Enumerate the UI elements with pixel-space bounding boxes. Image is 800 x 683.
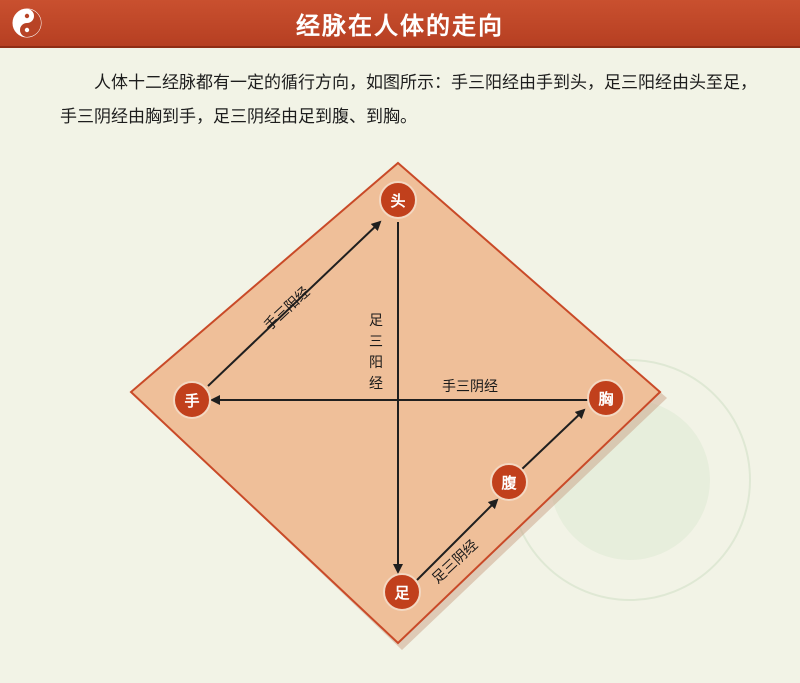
label-foot-three-yang: 足 三 阳 经 [369,313,383,392]
label-foot-three-yang-char-2: 三 [369,334,383,350]
node-abdomen: 腹 [490,463,528,501]
header-bar: 经脉在人体的走向 [0,0,800,48]
label-foot-three-yang-char-3: 阳 [369,355,383,371]
arrow-hand-to-head [207,220,382,387]
node-chest-label: 胸 [598,390,613,408]
node-foot: 足 [383,573,421,611]
intro-paragraph: 人体十二经脉都有一定的循行方向，如图所示：手三阳经由手到头，足三阳经由头至足，手… [60,73,757,127]
node-head-label: 头 [390,192,405,210]
node-hand: 手 [173,381,211,419]
arrow-foot-to-abdomen [416,498,499,581]
yin-yang-icon [12,8,42,38]
node-head: 头 [379,181,417,219]
page-title: 经脉在人体的走向 [296,12,504,40]
label-foot-three-yang-char-4: 经 [369,376,383,392]
diamond-background [129,161,662,645]
arrow-abdomen-to-chest [520,408,586,471]
node-foot-label: 足 [394,584,410,602]
node-hand-label: 手 [184,392,199,410]
node-abdomen-label: 腹 [501,474,517,492]
label-hand-three-yin: 手三阴经 [442,379,498,395]
label-foot-three-yang-char-1: 足 [369,313,383,329]
node-chest: 胸 [587,379,625,417]
